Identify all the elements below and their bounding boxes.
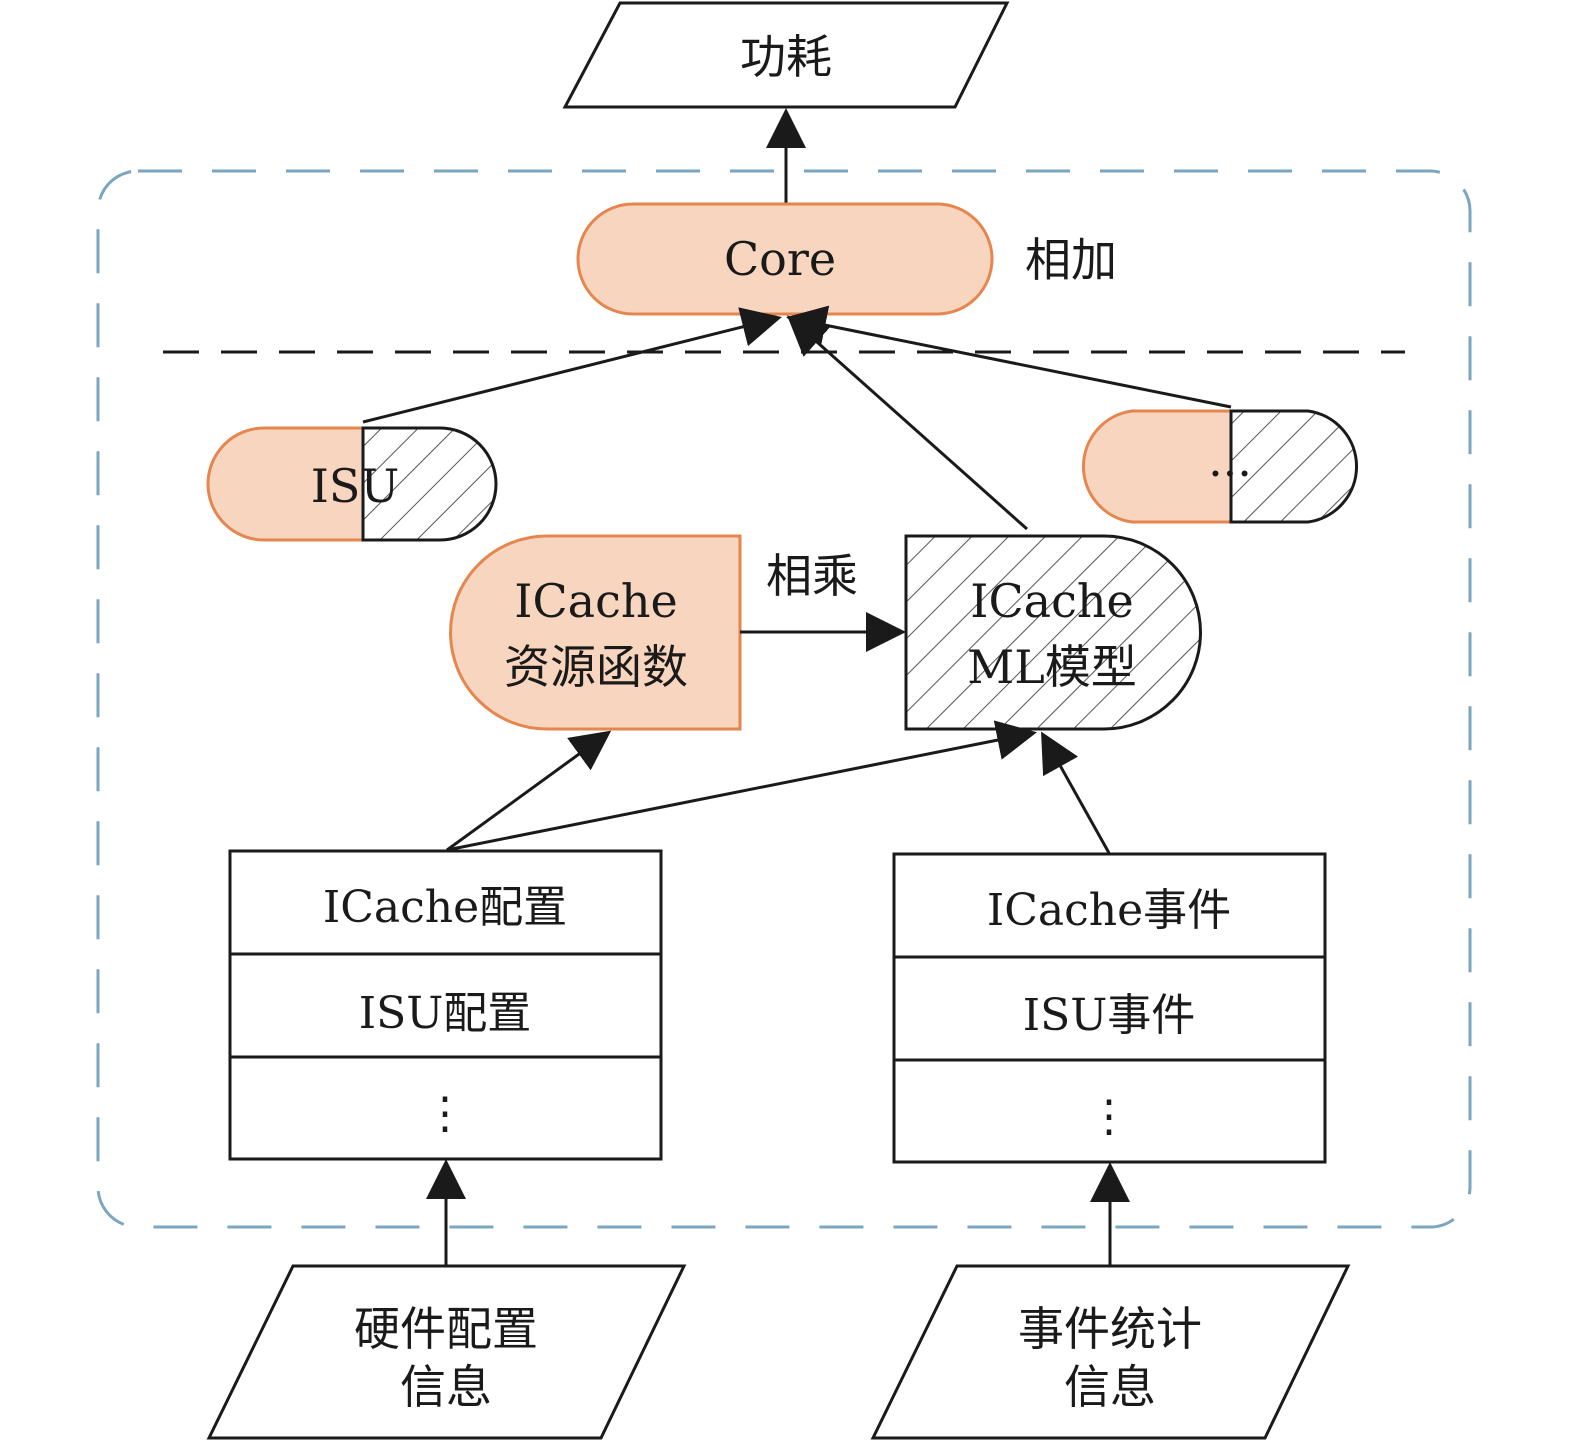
icache-resource-node: ICache 资源函数 xyxy=(449,534,742,731)
event-row-isu: ISU事件 xyxy=(1023,990,1196,1041)
config-row-isu: ISU配置 xyxy=(359,988,532,1039)
isu-label: ISU xyxy=(311,459,399,513)
event-row-icache: ICache事件 xyxy=(987,885,1231,936)
hw-config-label-1: 硬件配置 xyxy=(354,1302,538,1356)
event-table: ICache事件 ISU事件 ⋮ xyxy=(892,852,1327,1164)
icache-ml-node: ICache ML模型 xyxy=(904,534,1202,731)
hw-config-label-2: 信息 xyxy=(400,1360,492,1414)
power-output-node: 功耗 xyxy=(562,1,1010,109)
core-label: Core xyxy=(724,232,836,286)
model-region-border xyxy=(96,169,1472,1229)
config-row-more: ⋮ xyxy=(423,1088,467,1139)
arrow-isu-to-core xyxy=(362,307,782,424)
core-node: Core xyxy=(576,202,994,316)
icache-ml-label-2: ML模型 xyxy=(967,640,1137,694)
icache-ml-label-1: ICache xyxy=(970,574,1133,628)
sum-label: 相加 xyxy=(1025,233,1117,287)
power-output-label: 功耗 xyxy=(740,30,832,84)
hw-config-input-node: 硬件配置 信息 xyxy=(206,1264,687,1440)
arrow-ml-to-core xyxy=(787,315,1028,531)
arrow-config-to-ml xyxy=(446,720,1037,852)
event-row-more: ⋮ xyxy=(1087,1091,1131,1142)
event-stats-input-node: 事件统计 信息 xyxy=(870,1264,1351,1440)
event-stats-label-1: 事件统计 xyxy=(1018,1302,1202,1356)
isu-node: ISU xyxy=(206,426,498,542)
icache-resource-label-2: 资源函数 xyxy=(504,640,688,694)
arrow-config-to-resource xyxy=(446,730,612,852)
arrow-other-to-core xyxy=(786,305,1232,409)
icache-resource-label-1: ICache xyxy=(514,574,677,628)
other-unit-node: ... xyxy=(1081,409,1359,524)
config-table: ICache配置 ISU配置 ⋮ xyxy=(228,849,663,1161)
event-stats-label-2: 信息 xyxy=(1064,1360,1156,1414)
other-unit-label: ... xyxy=(1208,433,1252,487)
arrow-events-to-ml xyxy=(1041,731,1111,854)
config-row-icache: ICache配置 xyxy=(323,882,567,933)
multiply-label: 相乘 xyxy=(766,549,858,603)
